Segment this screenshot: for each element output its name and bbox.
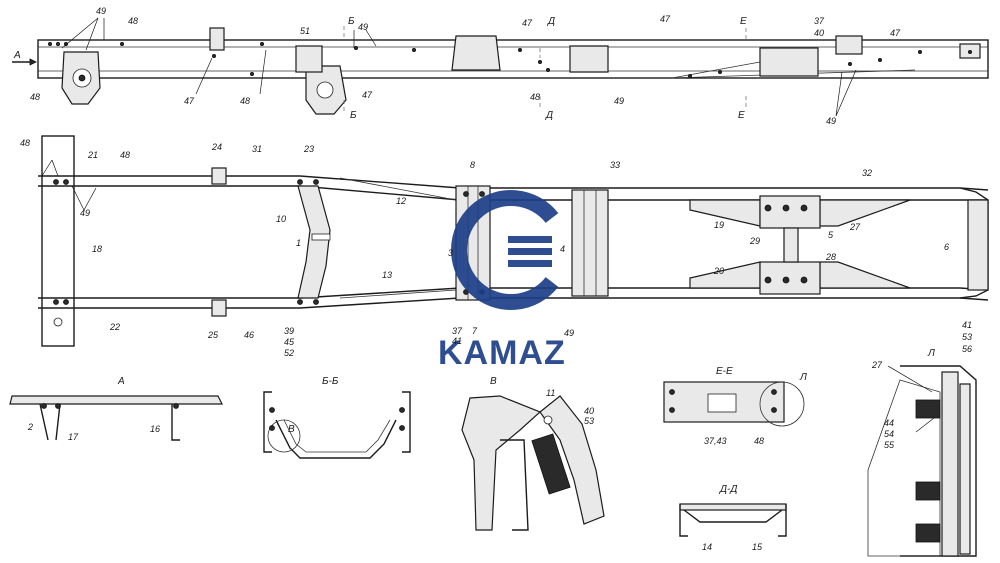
detail-view-l <box>867 365 977 557</box>
label-10: 10 <box>276 214 286 224</box>
section-mark-d-bottom: Д <box>545 110 553 121</box>
leader-lines <box>41 17 935 433</box>
label-48-g: 48 <box>754 436 764 446</box>
label-48-c: 48 <box>240 96 250 106</box>
label-19: 19 <box>714 220 724 230</box>
label-14: 14 <box>702 542 712 552</box>
section-bb <box>263 391 411 459</box>
label-31: 31 <box>252 144 262 154</box>
label-17: 17 <box>68 432 79 442</box>
label-27-a: 27 <box>849 222 861 232</box>
view-title-bb: Б-Б <box>322 376 339 387</box>
label-47-e: 47 <box>890 28 901 38</box>
frame-plan-view <box>38 135 989 347</box>
label-49-b: 49 <box>358 22 368 32</box>
label-41-c: 41 <box>962 320 972 330</box>
label-29: 29 <box>749 236 760 246</box>
callout-v: В <box>288 424 295 435</box>
label-23: 23 <box>303 144 314 154</box>
label-41-b: 41 <box>452 336 462 346</box>
section-mark-e-top: Е <box>740 16 747 27</box>
label-53-c: 53 <box>962 332 972 342</box>
label-48-f: 48 <box>120 150 130 160</box>
label-16: 16 <box>150 424 160 434</box>
label-54: 54 <box>884 429 894 439</box>
label-39: 39 <box>284 326 294 336</box>
view-title-l: Л <box>927 348 935 359</box>
label-47-c: 47 <box>522 18 533 28</box>
section-mark-b-bottom: Б <box>350 110 357 121</box>
label-5: 5 <box>828 230 834 240</box>
label-32: 32 <box>862 168 872 178</box>
view-title-v: В <box>490 376 497 387</box>
label-22: 22 <box>109 322 120 332</box>
label-21: 21 <box>87 150 98 160</box>
label-47-b: 47 <box>362 90 373 100</box>
view-title-dd: Д-Д <box>719 484 737 495</box>
label-46: 46 <box>244 330 254 340</box>
label-8: 8 <box>470 160 475 170</box>
label-48-a: 48 <box>128 16 138 26</box>
detail-view-v <box>461 395 605 531</box>
label-48-d: 48 <box>530 92 540 102</box>
detail-view-a <box>9 395 223 441</box>
label-12: 12 <box>396 196 406 206</box>
label-48-b: 48 <box>30 92 40 102</box>
label-47-d: 47 <box>660 14 671 24</box>
section-dd <box>679 503 787 537</box>
label-3: 3 <box>448 248 453 258</box>
callout-l: Л <box>799 372 807 383</box>
label-49-e: 49 <box>80 208 90 218</box>
kamaz-logo: KAMAZ <box>438 190 566 372</box>
section-mark-e-bottom: Е <box>738 110 745 121</box>
section-mark-d-top: Д <box>547 16 555 27</box>
label-44: 44 <box>884 418 894 428</box>
label-27-b: 27 <box>871 360 883 370</box>
label-7: 7 <box>472 326 478 336</box>
callout-labels: 49 48 48 47 48 51 49 47 47 48 49 47 37 4… <box>13 6 972 552</box>
label-15: 15 <box>752 542 763 552</box>
logo-wordmark: KAMAZ <box>438 334 566 372</box>
view-title-ee: Е-Е <box>716 366 733 377</box>
label-52: 52 <box>284 348 294 358</box>
frame-side-view <box>12 26 989 115</box>
section-mark-b-top: Б <box>348 16 355 27</box>
label-37-43: 37,43 <box>704 436 727 446</box>
label-37-40: 37 <box>814 16 825 26</box>
view-title-a: А <box>117 376 125 387</box>
label-49-c: 49 <box>614 96 624 106</box>
section-ee <box>663 381 805 427</box>
label-53-v: 53 <box>584 416 594 426</box>
label-55: 55 <box>884 440 895 450</box>
label-2: 2 <box>27 422 33 432</box>
label-6: 6 <box>944 242 949 252</box>
label-1: 1 <box>296 238 301 248</box>
label-45: 45 <box>284 337 295 347</box>
label-4: 4 <box>560 244 565 254</box>
label-37-b: 37 <box>452 326 463 336</box>
label-56-c: 56 <box>962 344 972 354</box>
label-51: 51 <box>300 26 310 36</box>
label-48-e: 48 <box>20 138 30 148</box>
label-49-f: 49 <box>564 328 574 338</box>
label-40-v: 40 <box>584 406 594 416</box>
label-49-a: 49 <box>96 6 106 16</box>
label-24: 24 <box>211 142 222 152</box>
label-25: 25 <box>207 330 219 340</box>
label-11: 11 <box>546 388 555 398</box>
section-mark-a-arrow: А <box>13 50 21 61</box>
label-13: 13 <box>382 270 392 280</box>
label-47-a: 47 <box>184 96 195 106</box>
label-40-top: 40 <box>814 28 824 38</box>
label-18: 18 <box>92 244 102 254</box>
label-28: 28 <box>825 252 836 262</box>
label-49-d: 49 <box>826 116 836 126</box>
label-20: 20 <box>713 266 724 276</box>
label-33: 33 <box>610 160 620 170</box>
